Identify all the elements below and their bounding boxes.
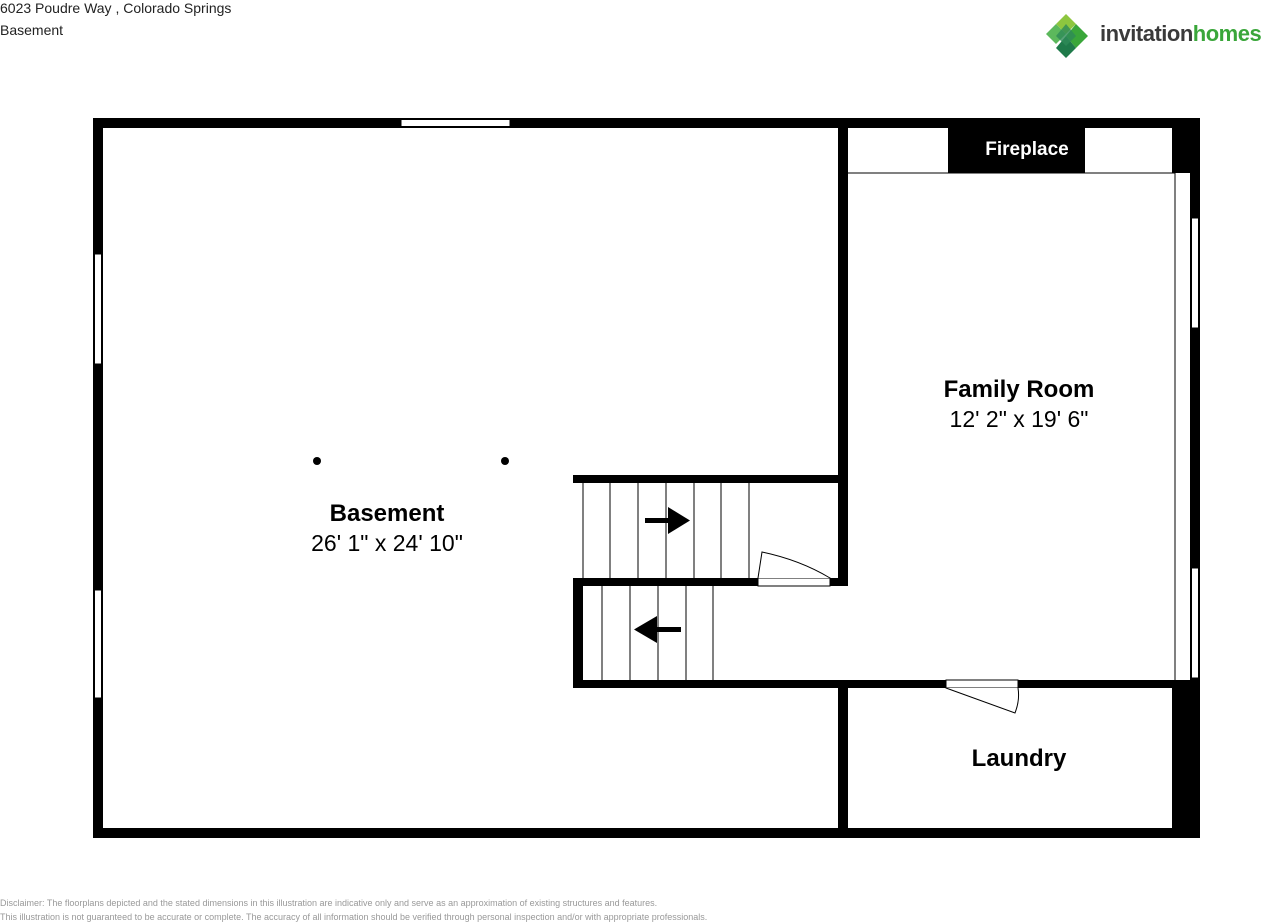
window-right-lower xyxy=(1191,567,1199,679)
stairs-lower xyxy=(601,586,714,680)
disclaimer-line-1: Disclaimer: The floorplans depicted and … xyxy=(0,898,658,908)
door-laundry xyxy=(945,679,1020,714)
windows xyxy=(94,119,1199,699)
logo-mark-icon xyxy=(1046,14,1088,58)
support-column xyxy=(313,457,321,465)
window-right-upper xyxy=(1191,217,1199,329)
interior-walls xyxy=(573,118,1190,838)
logo-wordmark: invitationhomes xyxy=(1100,21,1262,47)
room-name-laundry: Laundry xyxy=(971,745,1067,772)
stairs-up-arrow-icon xyxy=(645,507,690,534)
logo-word-homes: homes xyxy=(1192,21,1262,46)
stairs-upper xyxy=(582,483,750,578)
invitation-homes-logo: invitationhomes xyxy=(1044,12,1280,60)
property-address: 6023 Poudre Way , Colorado Springs xyxy=(0,0,232,16)
fireplace-block xyxy=(948,128,1085,173)
fireplace-label: Fireplace xyxy=(985,139,1069,160)
room-name-basement: Basement xyxy=(329,500,445,527)
logo-word-invitation: invitation xyxy=(1100,21,1193,46)
disclaimer-line-2: This illustration is not guaranteed to b… xyxy=(0,912,708,922)
window-left-upper xyxy=(94,253,102,365)
window-top xyxy=(400,119,511,127)
door-stairs xyxy=(757,551,831,587)
floor-level-label: Basement xyxy=(0,22,64,38)
window-left-lower xyxy=(94,589,102,699)
room-dims-basement: 26' 1" x 24' 10" xyxy=(311,530,463,556)
room-name-family-room: Family Room xyxy=(943,376,1095,403)
room-dims-family-room: 12' 2" x 19' 6" xyxy=(949,406,1089,432)
support-column xyxy=(501,457,509,465)
outer-walls xyxy=(93,118,1200,838)
stairs-down-arrow-icon xyxy=(634,616,681,643)
